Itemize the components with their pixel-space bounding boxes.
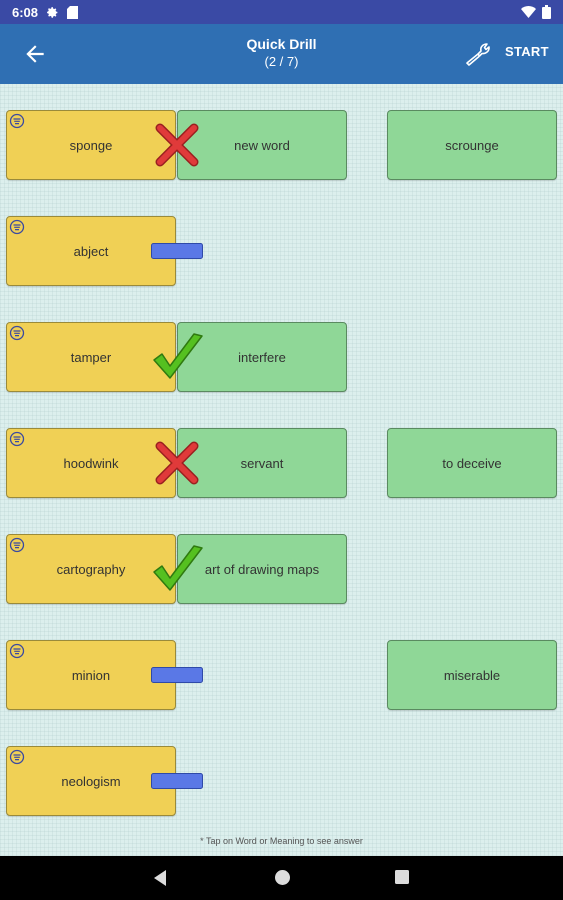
meaning-label: art of drawing maps xyxy=(204,561,320,577)
drill-row: abject xyxy=(0,216,563,288)
drill-row: sponge new word scrounge xyxy=(0,110,563,182)
home-circle-icon[interactable] xyxy=(274,869,291,886)
word-card[interactable]: minion xyxy=(6,640,176,710)
word-card[interactable]: cartography xyxy=(6,534,176,604)
battery-icon xyxy=(542,5,551,19)
meaning-label: interfere xyxy=(238,349,286,365)
word-card[interactable]: abject xyxy=(6,216,176,286)
unanswered-dash-icon xyxy=(151,667,203,683)
drill-row: hoodwink servant to deceive xyxy=(0,428,563,500)
drill-row: tamper interfere xyxy=(0,322,563,394)
meaning-label: new word xyxy=(234,137,290,153)
correct-check-icon xyxy=(153,333,203,379)
word-card[interactable]: sponge xyxy=(6,110,176,180)
meaning-label: servant xyxy=(240,455,284,471)
paired-meaning-card[interactable]: interfere xyxy=(177,322,347,392)
settings-gear-icon xyxy=(47,6,58,18)
drill-area: sponge new word scrounge abject xyxy=(0,84,563,856)
app-bar: Quick Drill (2 / 7) START xyxy=(0,24,563,84)
list-menu-icon xyxy=(9,325,25,341)
drill-row: minion miserable xyxy=(0,640,563,712)
meaning-label: miserable xyxy=(443,667,501,683)
system-nav-bar xyxy=(0,856,563,900)
option-meaning-card[interactable]: miserable xyxy=(387,640,557,710)
paired-meaning-card[interactable]: servant xyxy=(177,428,347,498)
wifi-icon xyxy=(521,6,536,18)
sim-card-icon xyxy=(67,5,79,19)
meaning-label: scrounge xyxy=(445,137,499,153)
correct-check-icon xyxy=(153,545,203,591)
list-menu-icon xyxy=(9,643,25,659)
recents-square-icon[interactable] xyxy=(394,869,410,885)
option-meaning-card[interactable]: scrounge xyxy=(387,110,557,180)
word-label: tamper xyxy=(70,349,112,365)
hint-text: * Tap on Word or Meaning to see answer xyxy=(200,836,363,846)
word-label: hoodwink xyxy=(63,455,119,471)
page-title: Quick Drill xyxy=(246,36,317,52)
wrong-cross-icon xyxy=(155,441,199,485)
word-label: sponge xyxy=(69,137,113,153)
progress-counter: (2 / 7) xyxy=(264,54,299,69)
status-bar: 6:08 xyxy=(0,0,563,24)
option-meaning-card[interactable]: to deceive xyxy=(387,428,557,498)
list-menu-icon xyxy=(9,431,25,447)
list-menu-icon xyxy=(9,113,25,129)
start-button[interactable]: START xyxy=(505,44,549,59)
word-label: minion xyxy=(71,667,111,683)
wrong-cross-icon xyxy=(155,123,199,167)
word-card[interactable]: tamper xyxy=(6,322,176,392)
clock: 6:08 xyxy=(12,4,39,20)
title-block: Quick Drill (2 / 7) xyxy=(0,35,563,71)
paired-meaning-card[interactable]: new word xyxy=(177,110,347,180)
drill-row: cartography art of drawing maps xyxy=(0,534,563,606)
unanswered-dash-icon xyxy=(151,773,203,789)
word-label: abject xyxy=(73,243,109,259)
back-triangle-icon[interactable] xyxy=(152,869,168,887)
word-label: cartography xyxy=(56,561,126,577)
wrench-icon[interactable] xyxy=(464,41,492,67)
list-menu-icon xyxy=(9,537,25,553)
drill-row: neologism xyxy=(0,746,563,818)
list-menu-icon xyxy=(9,749,25,765)
unanswered-dash-icon xyxy=(151,243,203,259)
word-label: neologism xyxy=(61,773,121,789)
paired-meaning-card[interactable]: art of drawing maps xyxy=(177,534,347,604)
word-card[interactable]: neologism xyxy=(6,746,176,816)
arrow-left-icon[interactable] xyxy=(22,41,48,67)
word-card[interactable]: hoodwink xyxy=(6,428,176,498)
list-menu-icon xyxy=(9,219,25,235)
meaning-label: to deceive xyxy=(442,455,502,471)
